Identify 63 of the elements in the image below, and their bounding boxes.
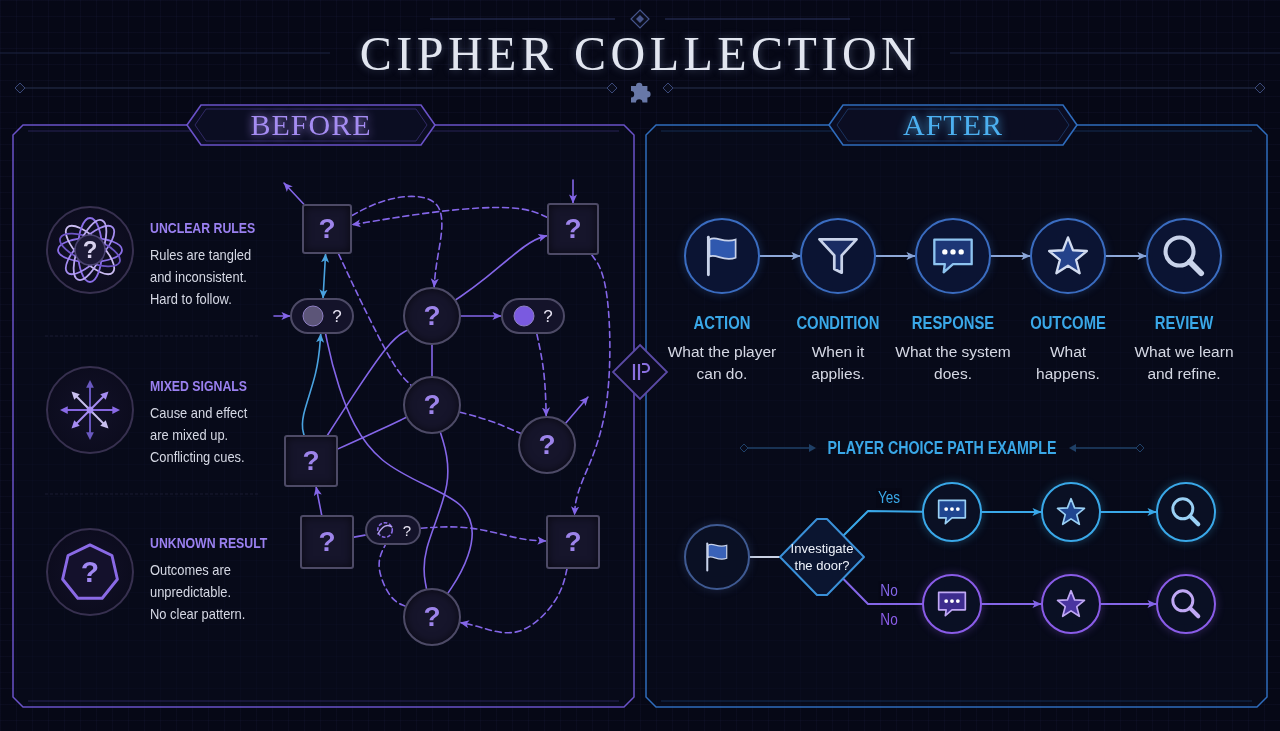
step-circle — [684, 218, 760, 294]
decision-text: Investigate the door? — [789, 540, 855, 574]
path-circle — [1156, 482, 1216, 542]
step-circle — [915, 218, 991, 294]
path-circle — [1041, 482, 1101, 542]
path-circle — [684, 524, 750, 590]
arrow — [1100, 507, 1157, 517]
question-mark: ? — [318, 528, 336, 556]
arrow — [875, 251, 916, 261]
edge-label: No — [878, 581, 900, 601]
item-heading: MIXED SIGNALS — [150, 376, 248, 396]
title: CIPHER COLLECTION — [359, 27, 921, 81]
edge-label: Yes — [876, 488, 902, 508]
decision-diamond — [778, 516, 866, 598]
branch-label: No — [880, 610, 898, 630]
question-mark: ? — [543, 307, 553, 325]
question-mark: ? — [318, 215, 336, 243]
step-description: What the system does. — [894, 342, 1012, 384]
question-mark: ? — [423, 603, 441, 631]
connector-line — [841, 510, 923, 538]
item-heading: UNKNOWN RESULT — [150, 533, 268, 553]
item-description: Outcomes are unpredictable. No clear pattern. — [150, 560, 247, 624]
question-mark: ? — [538, 431, 556, 459]
step-description: When it applies. — [810, 342, 866, 384]
path-circle — [922, 482, 982, 542]
step-heading: REVIEW — [1154, 311, 1214, 335]
panel-frame — [645, 102, 1268, 708]
item-heading: UNCLEAR RULES — [150, 218, 256, 238]
item-description: Rules are tangled and inconsistent. Hard to follow. — [150, 245, 253, 309]
arrow — [759, 251, 801, 261]
step-heading: OUTCOME — [1030, 311, 1106, 335]
question-mark: ? — [423, 391, 441, 419]
path-circle — [1156, 574, 1216, 634]
step-heading: RESPONSE — [911, 311, 995, 335]
panel-title: BEFORE — [250, 107, 372, 143]
connector-line — [841, 576, 923, 605]
step-description: What the player can do. — [666, 342, 778, 384]
step-circle — [800, 218, 876, 294]
arrow — [981, 507, 1042, 517]
path-circle — [922, 574, 982, 634]
question-mark: ? — [423, 302, 441, 330]
step-heading: CONDITION — [796, 311, 880, 335]
question-mark: ? — [80, 557, 100, 587]
question-mark: ? — [402, 522, 412, 538]
arrow — [1105, 251, 1147, 261]
step-heading: ACTION — [693, 311, 751, 335]
connector-line — [749, 556, 781, 558]
question-mark: ? — [564, 528, 582, 556]
arrow — [990, 251, 1031, 261]
question-mark: ? — [82, 238, 98, 262]
question-mark: ? — [302, 447, 320, 475]
arrow — [1100, 599, 1157, 609]
section-heading: PLAYER CHOICE PATH EXAMPLE — [827, 437, 1057, 459]
question-mark: ? — [332, 307, 342, 325]
step-description: What we learn and refine. — [1133, 342, 1235, 384]
step-description: What happens. — [1035, 342, 1101, 384]
question-mark: ? — [564, 215, 582, 243]
item-description: Cause and effect are mixed up. Conflicting cues. — [150, 403, 249, 467]
arrow — [981, 599, 1042, 609]
panel-title: AFTER — [903, 107, 1003, 143]
step-circle — [1146, 218, 1222, 294]
path-circle — [1041, 574, 1101, 634]
step-circle — [1030, 218, 1106, 294]
